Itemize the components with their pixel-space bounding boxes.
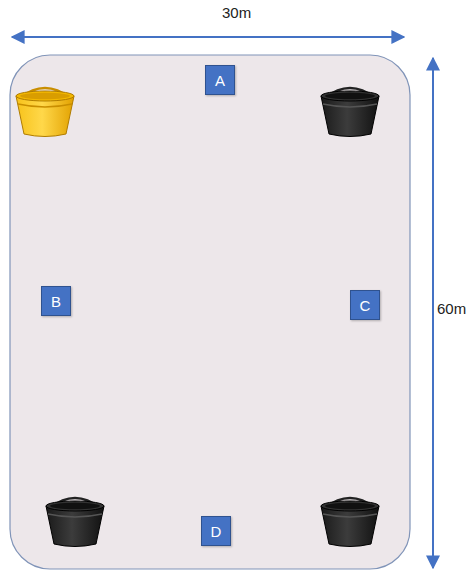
dimension-label: 60m: [435, 300, 468, 317]
black-bucket: [321, 88, 379, 137]
marker-letter: B: [51, 294, 61, 309]
playing-field: [10, 55, 410, 569]
black-bucket: [321, 498, 379, 547]
marker-letter: C: [360, 298, 371, 313]
black-bucket: [46, 498, 104, 547]
marker-box: C: [350, 290, 380, 320]
marker-letter: D: [211, 524, 222, 539]
height-arrow: [432, 58, 434, 568]
marker-box: D: [201, 516, 231, 546]
marker-letter: A: [215, 73, 225, 88]
marker-box: A: [205, 65, 235, 95]
dimension-label: 30m: [220, 4, 253, 21]
marker-box: B: [41, 286, 71, 316]
yellow-bucket: [16, 88, 74, 137]
width-arrow: [12, 36, 404, 38]
